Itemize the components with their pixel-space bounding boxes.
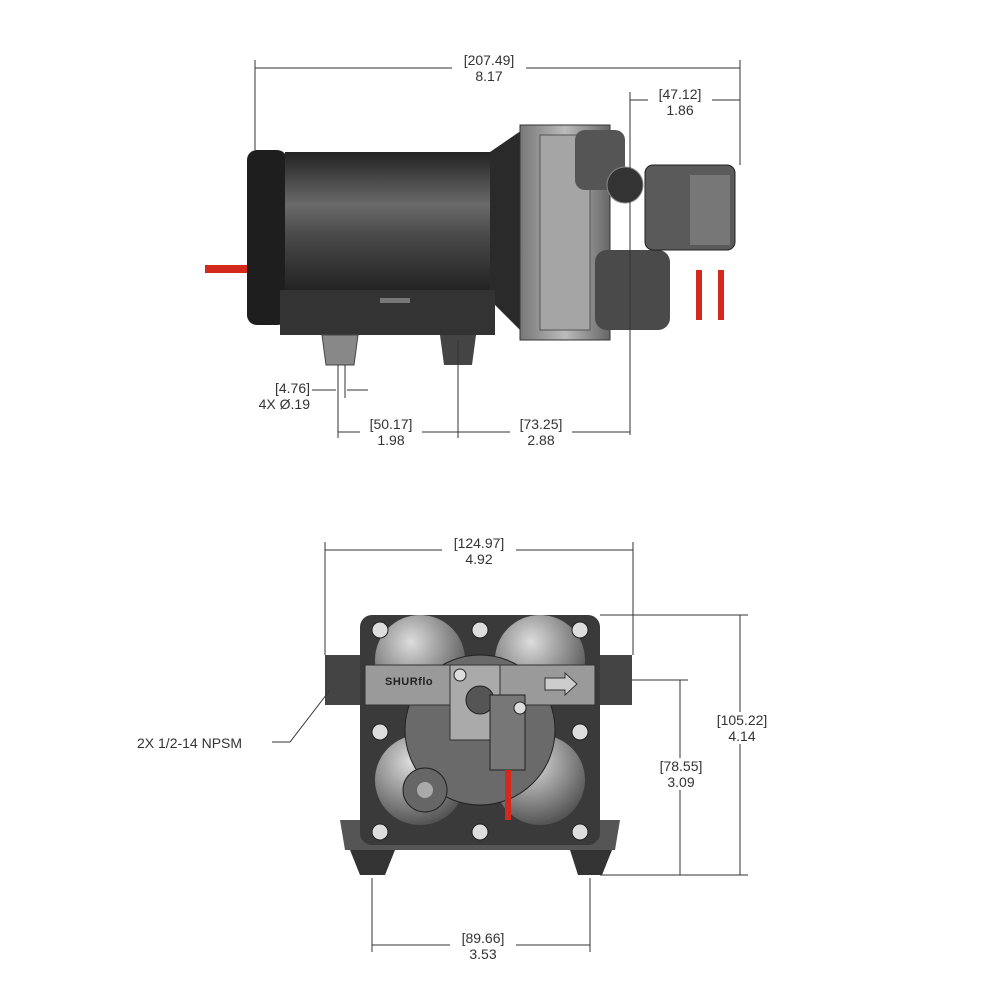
switch-wire: [505, 770, 511, 820]
dim-port-height: [78.55] 3.09: [648, 758, 714, 790]
dim-in: 1.86: [666, 102, 694, 118]
dim-mm: [50.17]: [369, 416, 413, 432]
dim-in: 8.17: [475, 68, 503, 84]
dim-in: 4X Ø.19: [258, 396, 310, 412]
dim-hole-to-head: [73.25] 2.88: [510, 416, 572, 448]
dim-hole-spacing: [50.17] 1.98: [360, 416, 422, 448]
port-callout: 2X 1/2-14 NPSM: [137, 735, 243, 751]
dim-mm: [89.66]: [461, 930, 505, 946]
shurflo-logo: SHURflo: [385, 676, 434, 688]
motor-taper: [490, 128, 525, 335]
end-cap: [247, 150, 287, 325]
screw-icons: [371, 621, 589, 841]
dim-in: 4.14: [728, 728, 756, 744]
inlet-port: [325, 655, 365, 705]
dim-in: 3.53: [469, 946, 497, 962]
dim-mm: [124.97]: [453, 535, 505, 551]
foot-left: [350, 850, 395, 875]
dim-mm: [105.22]: [716, 712, 768, 728]
front-view: [325, 615, 632, 875]
motor-can: [285, 152, 490, 302]
dim-mm: [207.49]: [463, 52, 515, 68]
outlet-port: [596, 655, 632, 705]
dim-in: 2.88: [527, 432, 555, 448]
dim-mm: [78.55]: [659, 758, 703, 774]
port-fitting: [606, 166, 644, 204]
foot-right: [570, 850, 612, 875]
dim-mm: [47.12]: [658, 86, 702, 102]
mount-foot-1: [321, 334, 359, 366]
mount-bracket: [280, 290, 495, 335]
dim-valve-length: [47.12] 1.86: [648, 86, 712, 118]
dim-in: 3.09: [667, 774, 695, 790]
dim-mm: [73.25]: [519, 416, 563, 432]
dim-overall-width: [124.97] 4.92: [442, 535, 516, 567]
dim-overall-length: [207.49] 8.17: [452, 52, 526, 84]
valve-wire-2: [718, 270, 724, 320]
dim-mm: [4.76]: [274, 380, 310, 396]
flow-arrow-icon: [544, 671, 578, 697]
dim-in: 4.92: [465, 551, 493, 567]
left-wire: [205, 265, 247, 273]
valve-wire-1: [696, 270, 702, 320]
dim-overall-height: [105.22] 4.14: [705, 712, 779, 744]
side-view: [205, 124, 736, 366]
dim-in: 1.98: [377, 432, 405, 448]
dim-mount-hole: [4.76] 4X Ø.19: [228, 380, 312, 412]
dim-foot-spacing: [89.66] 3.53: [450, 930, 516, 962]
